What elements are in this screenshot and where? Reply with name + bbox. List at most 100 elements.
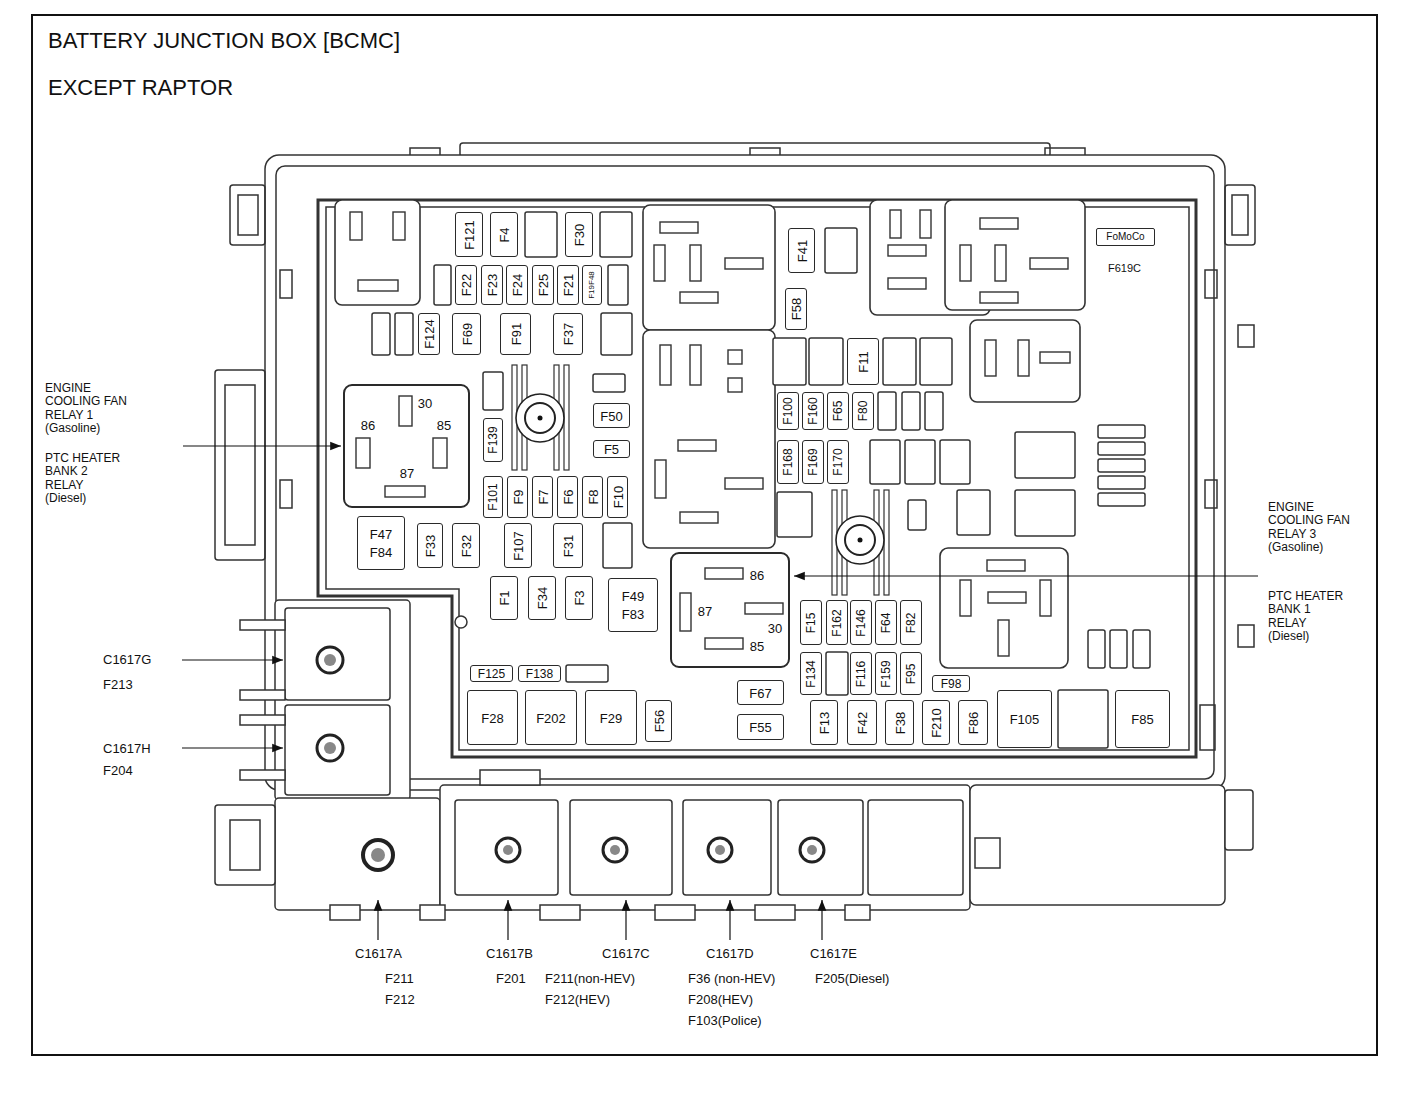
connector-bay [440,785,970,910]
relay-terminal-slot [393,212,405,240]
leader-arrow [821,900,822,940]
fuse-number: F162 [831,609,843,636]
fuse-number: F208(HEV) [688,993,753,1008]
connector-bolt [807,845,817,855]
relay-terminal-slot [1018,340,1029,376]
empty-fuse-cavity [809,338,843,385]
fuse-box: F11 [847,338,879,385]
empty-fuse-cavity [1015,432,1075,478]
fuse-box: F50 [593,403,630,428]
housing [276,166,1214,779]
fuse-number: F5 [604,443,619,456]
fuse-number: F213 [103,678,133,693]
relay-socket: 86873085 [670,552,790,668]
empty-fuse-cavity [1098,442,1145,455]
fuse-number: F170 [832,448,844,475]
fuse-number: F34 [536,587,549,609]
leader-arrow [729,900,730,940]
fuse-number: F146 [855,609,867,636]
relay-terminal-slot [654,245,665,281]
relay-terminal-slot [705,568,743,579]
connector-bay [240,715,285,725]
pin-number: 86 [361,419,375,432]
fuse-number: F100 [782,397,794,424]
fuse-number: F160 [807,397,819,424]
fuse-box: F139 [483,418,503,462]
empty-fuse-cavity [902,392,920,430]
leader-arrow [377,900,378,940]
fuse-number: F91 [509,323,522,345]
fuse-box: F64 [875,600,897,645]
fuse-box: F10 [607,476,628,518]
pin-number: 85 [437,419,451,432]
relay-terminal-slot [745,603,783,614]
leader-arrow [182,659,283,660]
empty-fuse-cavity [777,492,812,537]
empty-fuse-cavity [372,313,390,355]
fuse-number: F9 [511,489,524,504]
housing [1200,705,1215,750]
fuse-box: F146 [850,600,872,645]
housing [225,385,255,545]
fuse-number: F95 [905,663,917,684]
relay-socket: 30868587 [343,384,470,508]
power-stud [525,403,555,433]
empty-fuse-cavity [1088,630,1105,668]
relay-terminal-slot [1030,258,1068,269]
empty-fuse-cavity [920,338,952,385]
empty-fuse-cavity [603,523,632,568]
stud-ribs [512,365,889,595]
relay-terminal-slot [980,218,1018,229]
relay-terminal-slot [998,620,1009,656]
relay-housing [335,200,1085,668]
fuse-number: F80 [857,401,869,422]
fuse-box: F169 [802,440,824,484]
fuse-box: F49F83 [608,578,658,632]
relay-housing [643,205,775,330]
fuse-number: F67 [749,686,771,699]
fuse-number: F159 [880,660,892,687]
pin-number: 86 [750,569,764,582]
housing [1238,325,1254,347]
fuse-box: F116 [850,652,872,695]
fuse-number: F138 [526,668,553,680]
empty-fuse-cavity [1098,493,1145,506]
fuse-box: F4 [490,212,518,257]
relay-terminal-slot [680,292,718,303]
relay-terminal-slot [680,512,718,523]
callout-text: PTC HEATER BANK 2 RELAY (Diesel) [45,452,125,506]
connector-id: C1617C [602,947,650,962]
fuse-number: F15 [805,612,817,633]
pin-number: 30 [418,397,432,410]
connector-bay [570,800,672,895]
connector-bolt [503,845,513,855]
relay-terminal-slot [433,438,447,468]
fuse-box: F6 [557,476,578,518]
housing [280,270,292,298]
fuse-number: F105 [1010,713,1040,726]
fuse-number: F210 [930,708,943,738]
relay-terminal-slot [678,440,716,451]
fuse-box: F8 [582,476,603,518]
fuse-number: F19F48 [588,271,596,299]
fuse-box: F138 [518,665,561,682]
fuse-box: F47F84 [357,516,405,570]
empty-fuse-cavity [826,652,848,695]
fuse-number: F3 [573,590,586,605]
fuse-number: F85 [1131,713,1153,726]
fuse-number: F10 [611,486,624,508]
fuse-number: F50 [600,409,622,422]
fuse-number: F201 [496,972,526,987]
fuse-number: F84 [370,545,392,558]
fuse-number: F58 [790,298,803,320]
fuse-number: F55 [749,721,771,734]
fuse-box: F28 [467,690,518,745]
connector-bay [240,770,285,780]
connector-bay [455,616,467,628]
fuse-box: F91 [500,313,531,355]
fuse-box: F9 [507,476,528,518]
fuse-box: F5 [593,440,630,458]
connector-bay [655,905,695,920]
fuse-number: F124 [423,319,436,349]
